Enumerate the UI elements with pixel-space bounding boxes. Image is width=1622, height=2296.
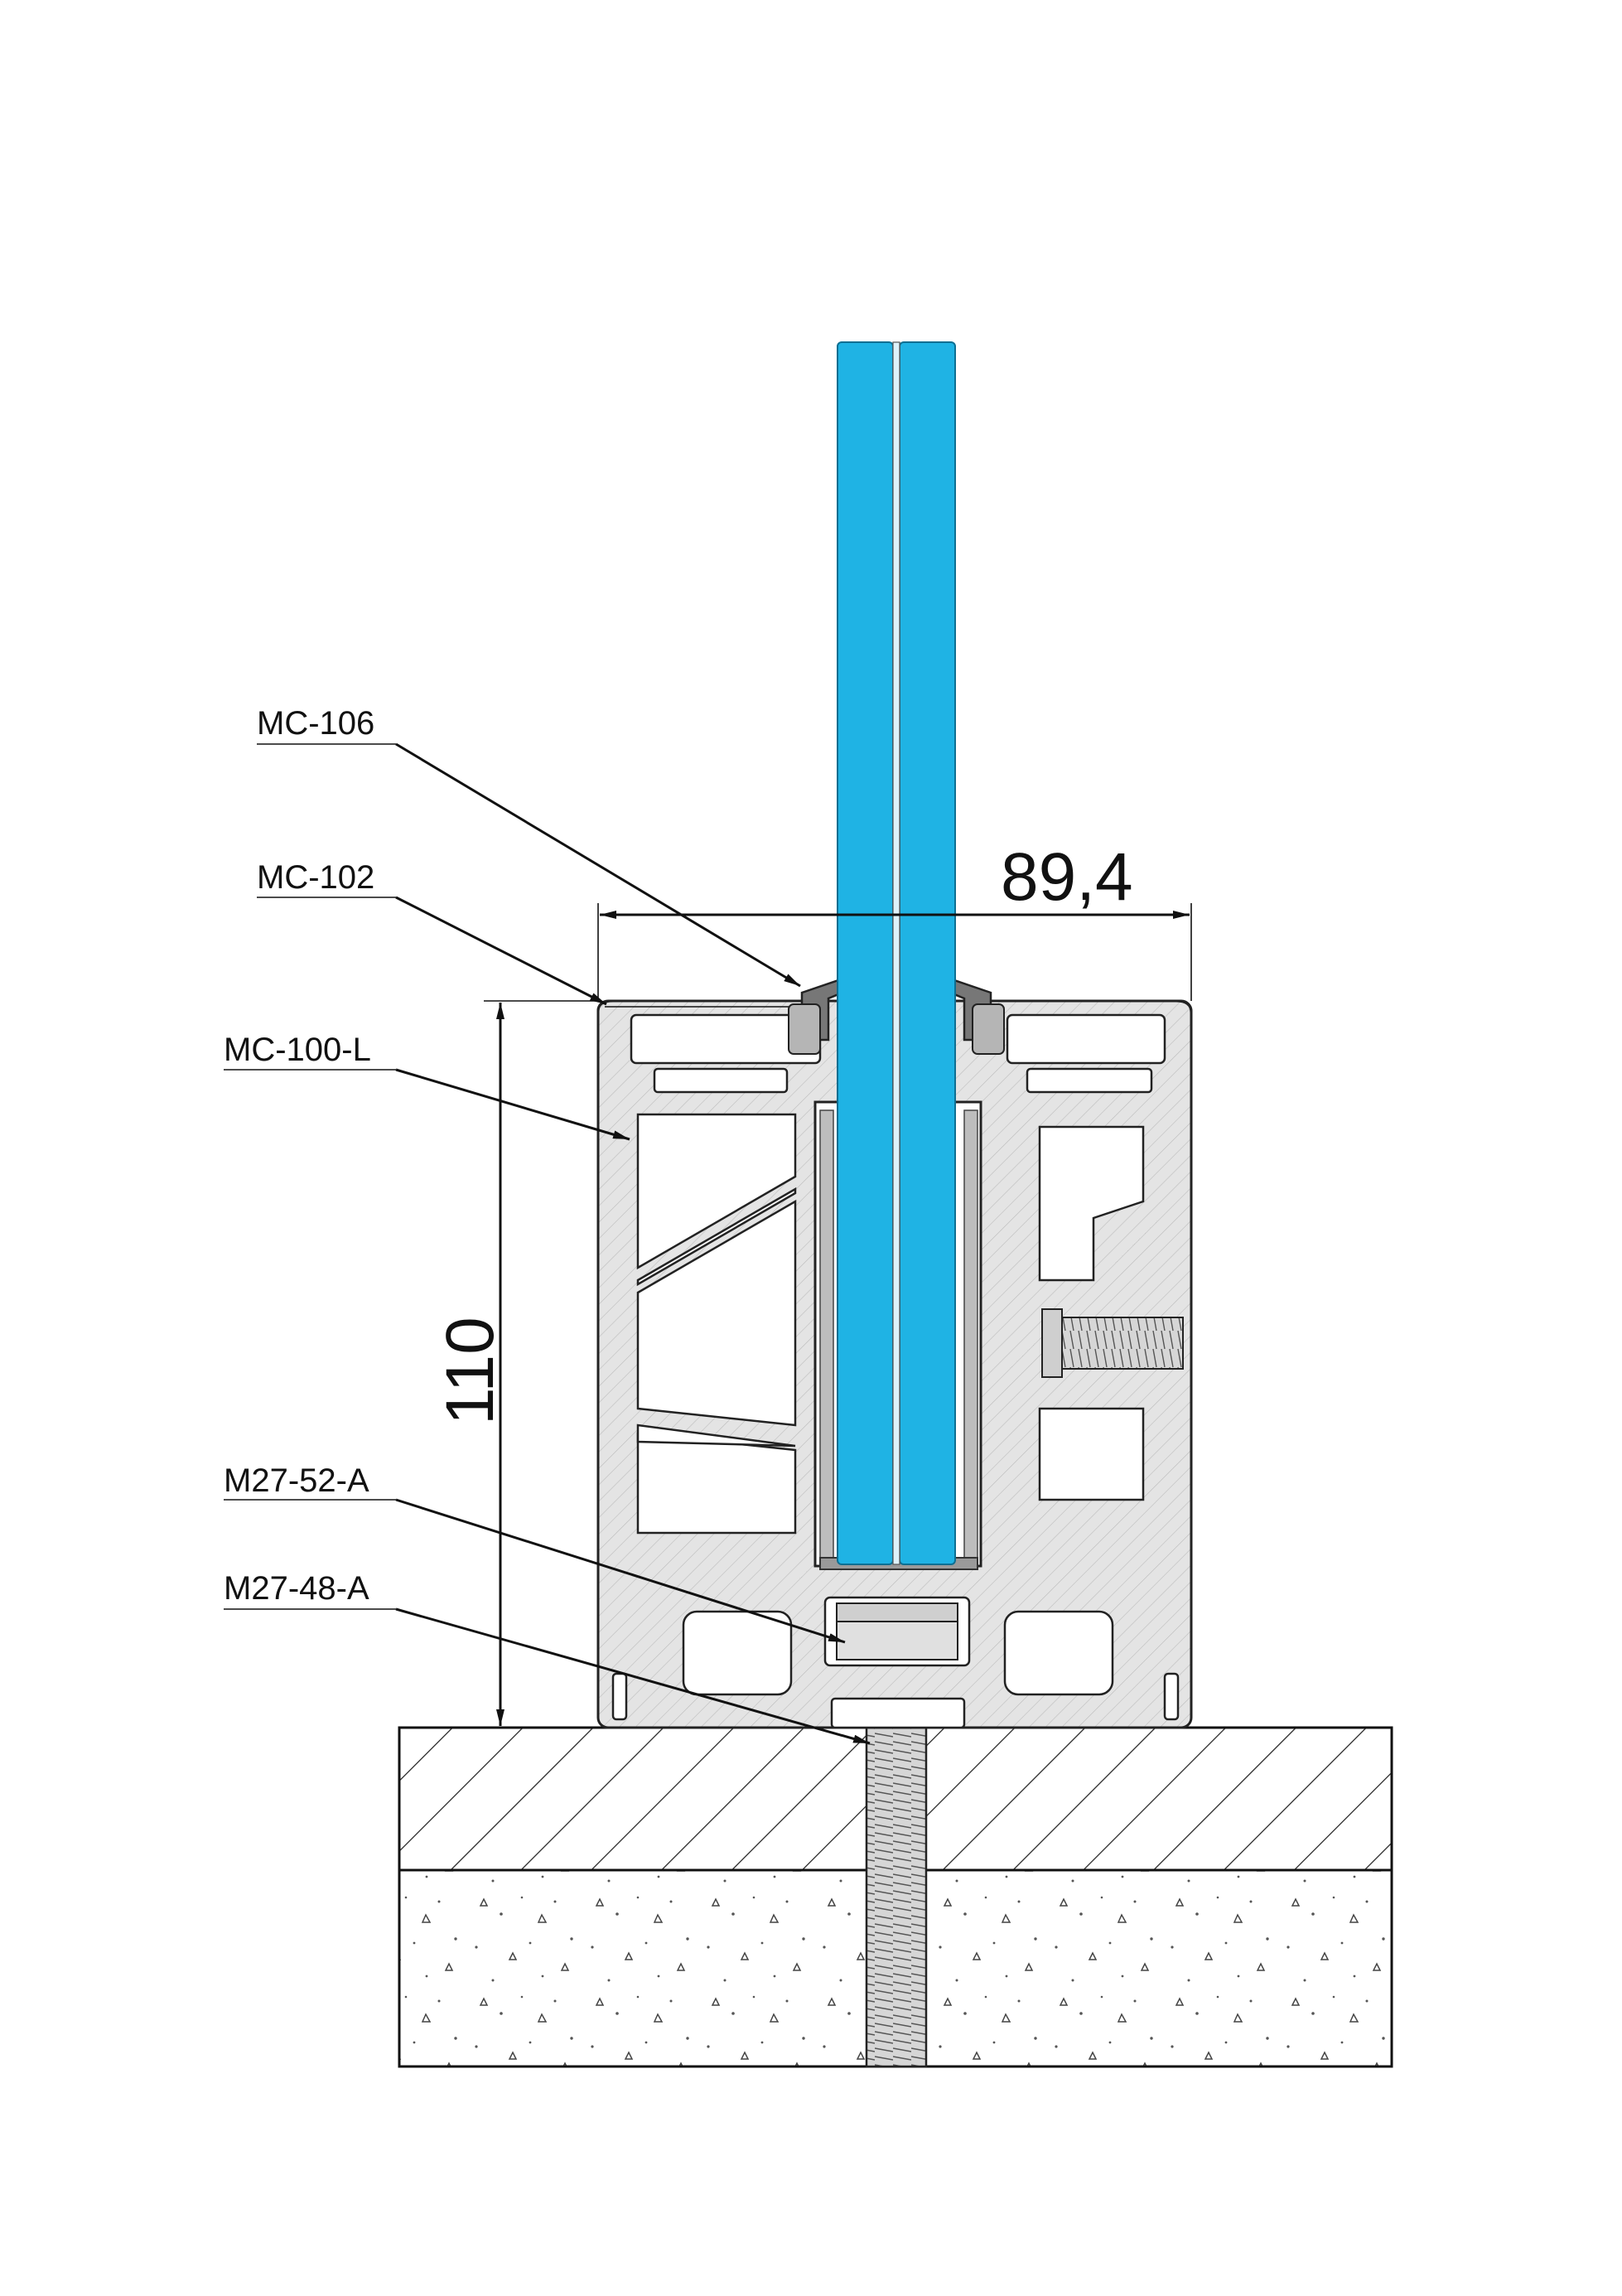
nut-m27-52-a	[836, 1602, 958, 1660]
callouts: MC-106 MC-102 MC-100-L M27-52-A M27-48-A	[224, 705, 871, 1745]
dimension-height: 110	[432, 1000, 598, 1728]
glass-interlayer	[892, 341, 900, 1565]
label-mc-100-l: MC-100-L	[224, 1032, 371, 1068]
label-mc-106: MC-106	[257, 705, 374, 742]
label-m27-48-a: M27-48-A	[224, 1570, 369, 1607]
label-mc-102: MC-102	[257, 859, 374, 896]
dimension-width-label: 89,4	[1001, 839, 1133, 915]
dimension-width: 89,4	[597, 839, 1192, 1001]
side-screw	[1041, 1308, 1184, 1378]
label-m27-52-a: M27-52-A	[224, 1462, 369, 1499]
dimension-height-label: 110	[432, 1317, 508, 1425]
glass-panel	[837, 341, 956, 1565]
